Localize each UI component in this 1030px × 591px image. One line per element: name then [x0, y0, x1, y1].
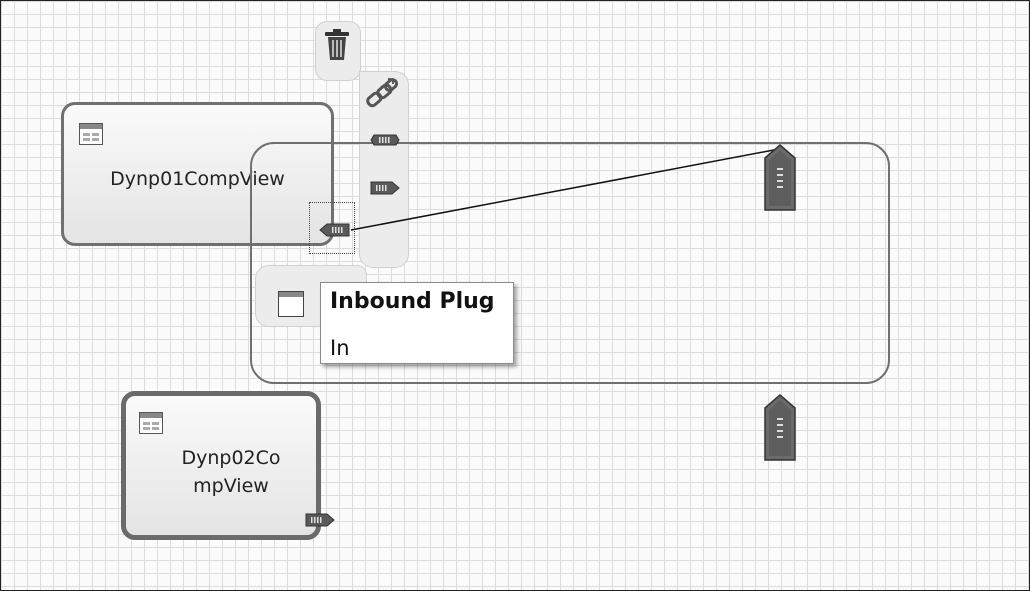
outbound-plug-icon[interactable] — [305, 513, 335, 527]
view-name-line2: mpView — [193, 475, 269, 497]
view-icon — [139, 412, 163, 434]
window-node[interactable] — [250, 142, 890, 384]
trash-icon[interactable] — [323, 28, 351, 62]
tooltip-plug-name: In — [330, 336, 350, 360]
view-node-dynp02compview[interactable]: Dynp02Co mpView — [121, 391, 321, 540]
window-inbound-plug-icon[interactable] — [763, 394, 797, 462]
plug-tooltip: Inbound Plug In — [320, 282, 514, 364]
inbound-plug-icon[interactable] — [319, 223, 350, 237]
outbound-plug-icon[interactable] — [370, 181, 400, 195]
view-name: Dynp01CompView — [110, 168, 285, 190]
tooltip-title: Inbound Plug — [330, 289, 495, 314]
view-name-line1: Dynp02Co — [181, 447, 281, 469]
window-inbound-plug-icon[interactable] — [763, 144, 797, 212]
view-node-dynp01compview[interactable]: Dynp01CompView — [61, 102, 334, 246]
outbound-plug-icon[interactable] — [370, 134, 400, 146]
view-icon — [79, 123, 103, 145]
window-icon — [278, 291, 304, 317]
chain-link-icon[interactable] — [363, 77, 403, 113]
